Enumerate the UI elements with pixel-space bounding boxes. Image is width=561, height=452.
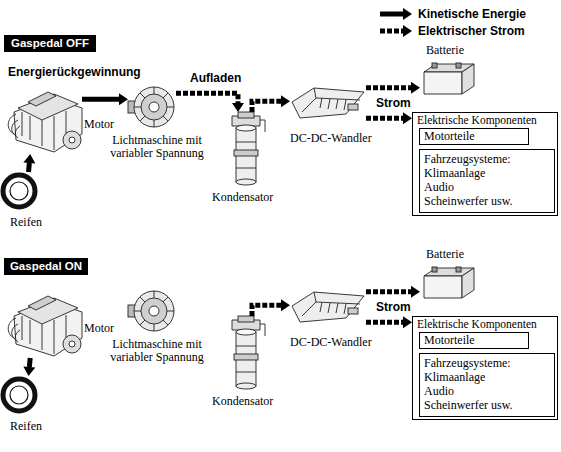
capacitor-node: Kondensator [226,316,266,390]
arrow-head [23,366,35,376]
components-box: Elektrische KomponentenMotorteileFahrzeu… [412,316,558,420]
battery-node: Batterie [420,60,476,96]
component-label: Reifen [10,216,42,229]
component-label: Batterie [426,248,464,261]
box-heading: Elektrische Komponenten [417,114,537,127]
electric-current-arrow [252,95,290,112]
alternator-illustration [128,87,174,127]
pedal-state-band: Gaspedal OFF [4,35,96,52]
dc-dc-converter-illustration [292,292,364,322]
component-label: DC-DC-Wandler [290,132,372,145]
electric-current-arrow [176,93,244,112]
engine-parts-box: Motorteile [419,332,529,349]
electric-current-arrow [366,286,420,298]
arrow-head [411,286,420,298]
annotation-label: Strom [376,300,411,314]
component-label: Kondensator [212,191,273,204]
dc-dc-converter-node: DC-DC-Wandler [290,290,366,324]
legend-text: Elektrischer Strom [418,24,525,38]
arrow-line [27,358,33,367]
capacitor-node: Kondensator [226,112,266,186]
tire-node: Reifen [0,376,38,414]
tire-illustration [3,175,35,207]
arrow-line [176,93,238,103]
legend-dashed-arrow [380,25,412,37]
legend-solid-arrow [380,8,412,20]
arrow-head [23,154,35,164]
arrow-line [82,97,119,102]
vehicle-systems-box: Fahrzeugsysteme: Klimaanlage Audio Schei… [419,353,555,417]
arrow-line [26,163,32,172]
capacitor-illustration [232,316,265,389]
arrow-line [252,305,281,316]
box-text: Motorteile [420,333,528,348]
component-label: Lichtmaschine mit variabler Spannung [102,338,212,364]
component-label: DC-DC-Wandler [290,336,372,349]
engine-illustration [8,92,82,152]
annotation-label: Energierückgewinnung [8,65,141,79]
battery-illustration [424,63,474,94]
component-label: Reifen [10,420,42,433]
tire-node: Reifen [0,172,38,210]
capacitor-illustration [232,112,265,185]
arrow-head [281,95,290,107]
electric-current-arrow [366,316,412,328]
engine-node: Motor [8,282,82,358]
engine-node: Motor [8,78,82,154]
arrow-head [119,93,128,105]
components-box: Elektrische KomponentenMotorteileFahrzeu… [412,112,558,216]
box-text: Fahrzeugsysteme: Klimaanlage Audio Schei… [420,150,517,208]
arrow-head [403,316,412,328]
dc-dc-converter-illustration [292,88,364,118]
alternator-node: Lichtmaschine mit variabler Spannung [128,288,176,334]
annotation-label: Aufladen [190,71,241,85]
box-text: Motorteile [420,129,528,144]
pedal-state-text: Gaspedal OFF [4,35,96,52]
pedal-state-band: Gaspedal ON [4,258,88,275]
arrow-head [281,299,290,311]
component-label: Batterie [426,44,464,57]
box-text: Fahrzeugsysteme: Klimaanlage Audio Schei… [420,354,517,412]
arrow-head [232,103,244,112]
arrow-line [366,320,403,325]
annotation-label: Strom [376,96,411,110]
kinetic-energy-arrow [23,154,35,172]
component-label: Motor [84,322,114,335]
dc-dc-converter-node: DC-DC-Wandler [290,86,366,120]
pedal-state-text: Gaspedal ON [4,258,88,275]
battery-illustration [424,267,474,298]
arrow-line [366,85,411,90]
arrow-line [366,116,403,121]
electric-current-arrow [366,112,412,124]
kinetic-energy-arrow [23,358,35,376]
arrow-line [366,289,411,294]
component-label: Motor [84,118,114,131]
legend-text: Kinetische Energie [418,7,526,21]
battery-node: Batterie [420,264,476,300]
electric-current-arrow [252,299,290,316]
engine-illustration [8,296,82,356]
kinetic-energy-arrow [82,93,128,105]
alternator-node: Lichtmaschine mit variabler Spannung [128,84,176,130]
arrow-head [411,82,420,94]
alternator-illustration [128,291,174,331]
component-label: Kondensator [212,395,273,408]
electric-current-arrow [366,82,420,94]
arrow-head [403,112,412,124]
engine-parts-box: Motorteile [419,128,529,145]
arrow-line [252,101,281,112]
box-heading: Elektrische Komponenten [417,318,537,331]
component-label: Lichtmaschine mit variabler Spannung [102,134,212,160]
vehicle-systems-box: Fahrzeugsysteme: Klimaanlage Audio Schei… [419,149,555,213]
tire-illustration [3,379,35,411]
